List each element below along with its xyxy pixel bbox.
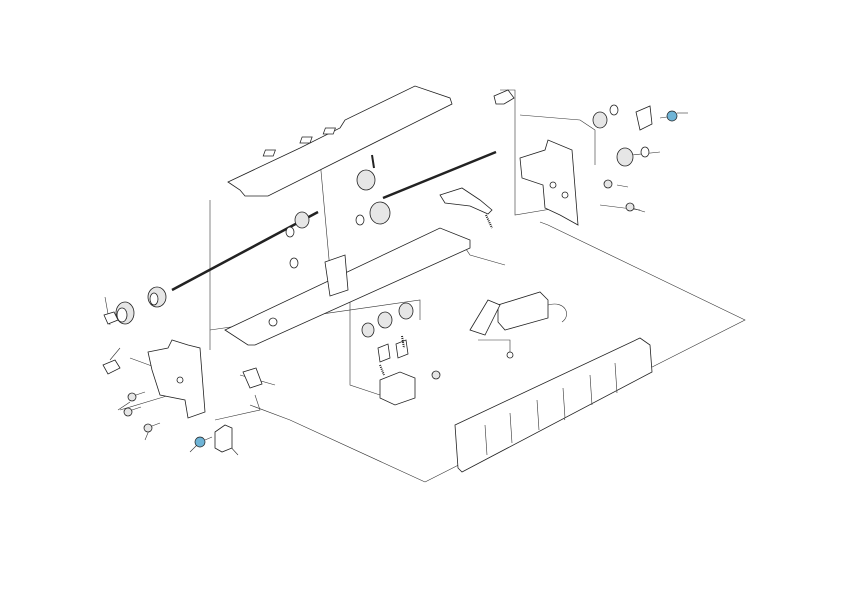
clip-right: [635, 105, 653, 131]
roller-left-2: [147, 286, 167, 308]
bottom-cover-panel: [454, 337, 653, 473]
plate-windows: [262, 127, 336, 157]
screw: [123, 406, 142, 417]
e-ring: [355, 214, 365, 226]
screw: [143, 422, 161, 433]
e-ring: [640, 146, 650, 158]
lever-arm: [439, 187, 493, 215]
top-cover-plate: [227, 85, 453, 197]
spring: [485, 214, 493, 229]
clip-left-2: [102, 359, 121, 375]
roller-left: [115, 301, 135, 325]
spring-holder: [377, 343, 391, 363]
solenoid-assembly: [469, 291, 567, 359]
spring: [401, 335, 405, 349]
small-plate: [214, 424, 233, 453]
e-ring: [609, 104, 619, 116]
right-side-bracket: [519, 139, 579, 226]
clip-center: [242, 367, 263, 389]
screw: [371, 154, 375, 169]
bracket-hole: [176, 376, 184, 384]
e-ring: [285, 226, 295, 238]
rail-hole: [268, 317, 278, 327]
spring-holder: [395, 339, 409, 359]
feed-roller-pair: [361, 302, 414, 338]
left-side-bracket: [147, 339, 206, 419]
holder-bracket: [379, 371, 416, 406]
right-shaft: [382, 150, 497, 200]
gear-mid: [369, 201, 391, 225]
gear-top: [356, 169, 376, 191]
spring: [379, 364, 385, 376]
screw: [603, 179, 613, 189]
highlighted-screw: [194, 436, 213, 448]
screw: [625, 202, 635, 212]
e-ring: [289, 257, 299, 269]
roller-center: [294, 211, 310, 229]
leader-lines: [104, 89, 746, 483]
bracket-hole: [561, 191, 569, 199]
screw: [431, 370, 441, 380]
clip-top: [493, 89, 515, 105]
roller-right-1: [592, 111, 608, 129]
roller-right-2: [616, 147, 634, 167]
clip-left: [103, 311, 119, 325]
screw: [127, 391, 146, 402]
left-shaft: [171, 210, 319, 292]
highlighted-screw: [659, 110, 678, 122]
bracket-hole: [549, 181, 557, 189]
rail-bracket: [324, 254, 349, 297]
